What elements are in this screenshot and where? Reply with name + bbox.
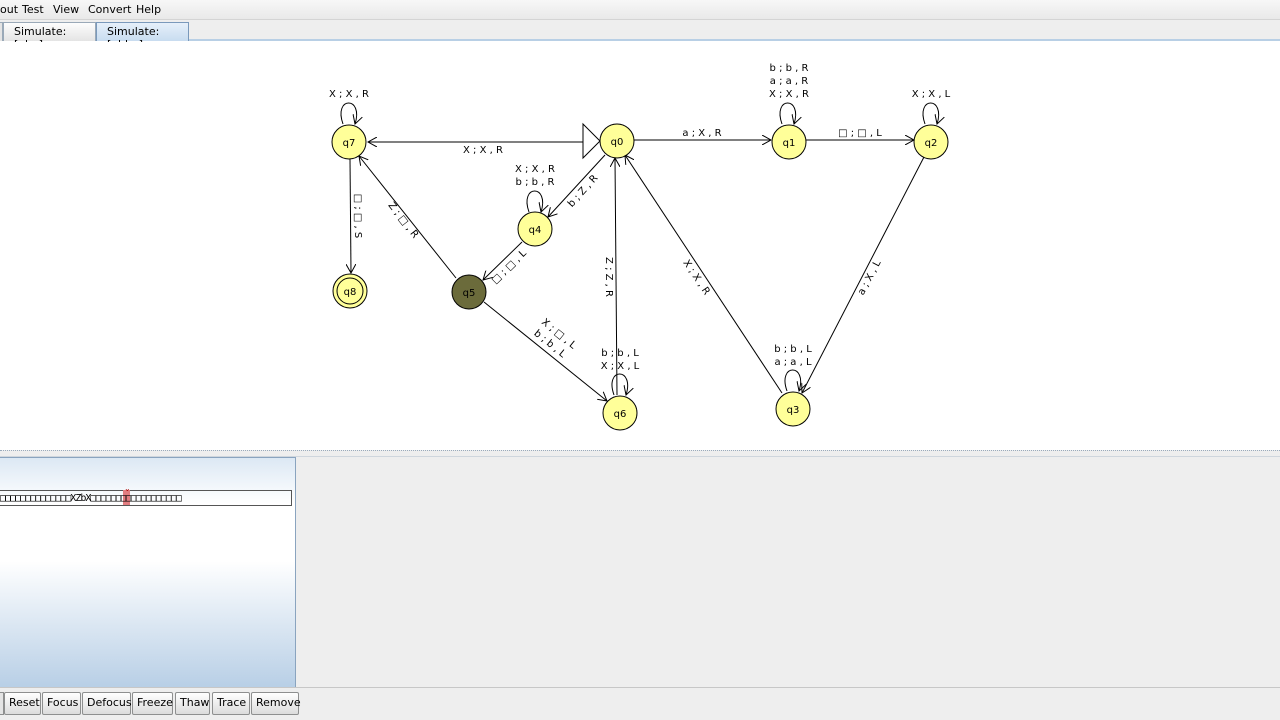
tape-head-cell: X xyxy=(85,493,91,504)
menu-convert[interactable]: Convert xyxy=(88,3,132,16)
label-q6-loop-2: X ; X , L xyxy=(601,361,640,372)
loop-q7[interactable] xyxy=(340,102,357,124)
edge-q6-q0[interactable] xyxy=(615,158,617,396)
label-q1-loop-3: X ; X , R xyxy=(769,89,809,100)
label-q5-q7: Z ; □ , R xyxy=(386,200,421,240)
state-label-q7: q7 xyxy=(343,138,356,149)
split-divider[interactable] xyxy=(0,450,1280,457)
state-q4[interactable] xyxy=(517,211,553,247)
defocus-button[interactable]: Defocus xyxy=(82,692,132,715)
loop-q2[interactable] xyxy=(922,102,939,124)
edge-q4-q5[interactable] xyxy=(483,241,523,280)
state-q1[interactable] xyxy=(771,124,807,160)
edge-q3-q0[interactable] xyxy=(625,155,783,394)
focus-button[interactable]: Focus xyxy=(42,692,81,715)
tape-frame xyxy=(0,490,292,506)
final-state-ring-q8 xyxy=(336,277,364,305)
label-q2-q3: a ; X , L xyxy=(856,258,884,297)
state-q3[interactable] xyxy=(775,391,811,427)
thaw-button[interactable]: Thaw xyxy=(175,692,210,715)
label-q6-q0: Z ; Z , R xyxy=(603,257,614,297)
state-label-q5: q5 xyxy=(463,288,476,299)
tape: □□□□□□□□□□□□□□XZbX□□□□□□□□□□□□□□□□□□ xyxy=(0,493,182,505)
edge-q2-q3[interactable] xyxy=(802,156,925,393)
initial-state-marker xyxy=(582,122,601,160)
menu-bar: out Test View Convert Help xyxy=(0,0,1280,20)
tab-bar: Simulate: [aba] Simulate: [abba] xyxy=(0,20,1280,51)
tape-right-blanks: □□□□□□□□□□□□□□□□□□ xyxy=(90,493,181,504)
menu-help[interactable]: Help xyxy=(136,3,162,16)
state-label-q4: q4 xyxy=(529,225,542,236)
edge-q5-q7[interactable] xyxy=(359,156,457,279)
label-q4-loop-2: b ; b , R xyxy=(516,177,555,188)
state-diagram[interactable]: q0 q1 q2 q3 q4 q5 q6 q7 q8 a ; X , R b ;… xyxy=(0,42,1280,450)
state-label-q0: q0 xyxy=(611,137,624,148)
label-q0-q7: X ; X , R xyxy=(463,145,503,156)
tab-hidden-left[interactable] xyxy=(0,22,3,41)
hidden-step-button[interactable] xyxy=(0,692,4,715)
label-q3-q0: X ; X , R xyxy=(680,258,711,297)
label-q1-q2: □ ; □ , L xyxy=(838,128,882,139)
reset-button[interactable]: Reset xyxy=(4,692,41,715)
loop-q3[interactable] xyxy=(784,369,801,391)
label-q4-loop-1: X ; X , R xyxy=(515,164,555,175)
configuration-panel[interactable]: ⌄ □□□□□□□□□□□□□□XZbX□□□□□□□□□□□□□□□□□□ xyxy=(0,457,296,687)
menu-view[interactable]: View xyxy=(53,3,80,16)
trace-button[interactable]: Trace xyxy=(212,692,250,715)
label-q6-loop-1: b ; b , L xyxy=(601,348,639,359)
state-label-q6: q6 xyxy=(614,409,627,420)
state-label-q8: q8 xyxy=(344,287,357,298)
empty-panel xyxy=(296,457,1280,687)
state-label-q3: q3 xyxy=(787,405,800,416)
label-q2-loop: X ; X , L xyxy=(912,89,951,100)
tape-left-blanks: □□□□□□□□□□□□□□ xyxy=(0,493,71,504)
state-label-q1: q1 xyxy=(783,138,796,149)
state-q2[interactable] xyxy=(913,124,949,160)
state-label-q2: q2 xyxy=(925,138,938,149)
tape-head-marker-icon: ⌄ xyxy=(124,484,131,493)
menu-layout[interactable]: out xyxy=(0,3,19,16)
label-q3-loop-2: a ; a , L xyxy=(774,357,812,368)
state-q5[interactable] xyxy=(451,274,487,310)
label-q7-q8: □ ; □ , S xyxy=(352,194,363,239)
label-q7-loop: X ; X , R xyxy=(329,89,369,100)
loop-q4[interactable] xyxy=(526,190,543,212)
edge-q5-q6[interactable] xyxy=(483,301,607,401)
simulation-toolbar: Reset Focus Defocus Freeze Thaw Trace Re… xyxy=(0,687,1280,720)
label-q0-q1: a ; X , R xyxy=(682,128,721,139)
label-q1-loop-2: a ; a , R xyxy=(770,76,809,87)
tape-cells: XZb xyxy=(70,493,86,504)
state-q7[interactable] xyxy=(331,124,367,160)
label-q3-loop-1: b ; b , L xyxy=(774,344,812,355)
loop-q6[interactable] xyxy=(611,373,628,395)
edge-q7-q8[interactable] xyxy=(350,158,351,273)
tab-simulate-aba[interactable]: Simulate: [aba] xyxy=(3,22,96,51)
freeze-button[interactable]: Freeze xyxy=(132,692,173,715)
tab-simulate-abba[interactable]: Simulate: [abba] xyxy=(96,22,189,51)
state-q6[interactable] xyxy=(602,395,638,431)
menu-test[interactable]: Test xyxy=(22,3,44,16)
loop-q1[interactable] xyxy=(779,102,796,124)
tape-head-highlight xyxy=(123,490,130,505)
label-q1-loop-1: b ; b , R xyxy=(770,63,809,74)
state-q0[interactable] xyxy=(599,123,635,159)
state-q8[interactable] xyxy=(332,273,368,309)
edge-q0-q4[interactable] xyxy=(548,154,606,217)
automaton-canvas[interactable]: q0 q1 q2 q3 q4 q5 q6 q7 q8 a ; X , R b ;… xyxy=(0,42,1280,450)
remove-button[interactable]: Remove xyxy=(251,692,301,715)
